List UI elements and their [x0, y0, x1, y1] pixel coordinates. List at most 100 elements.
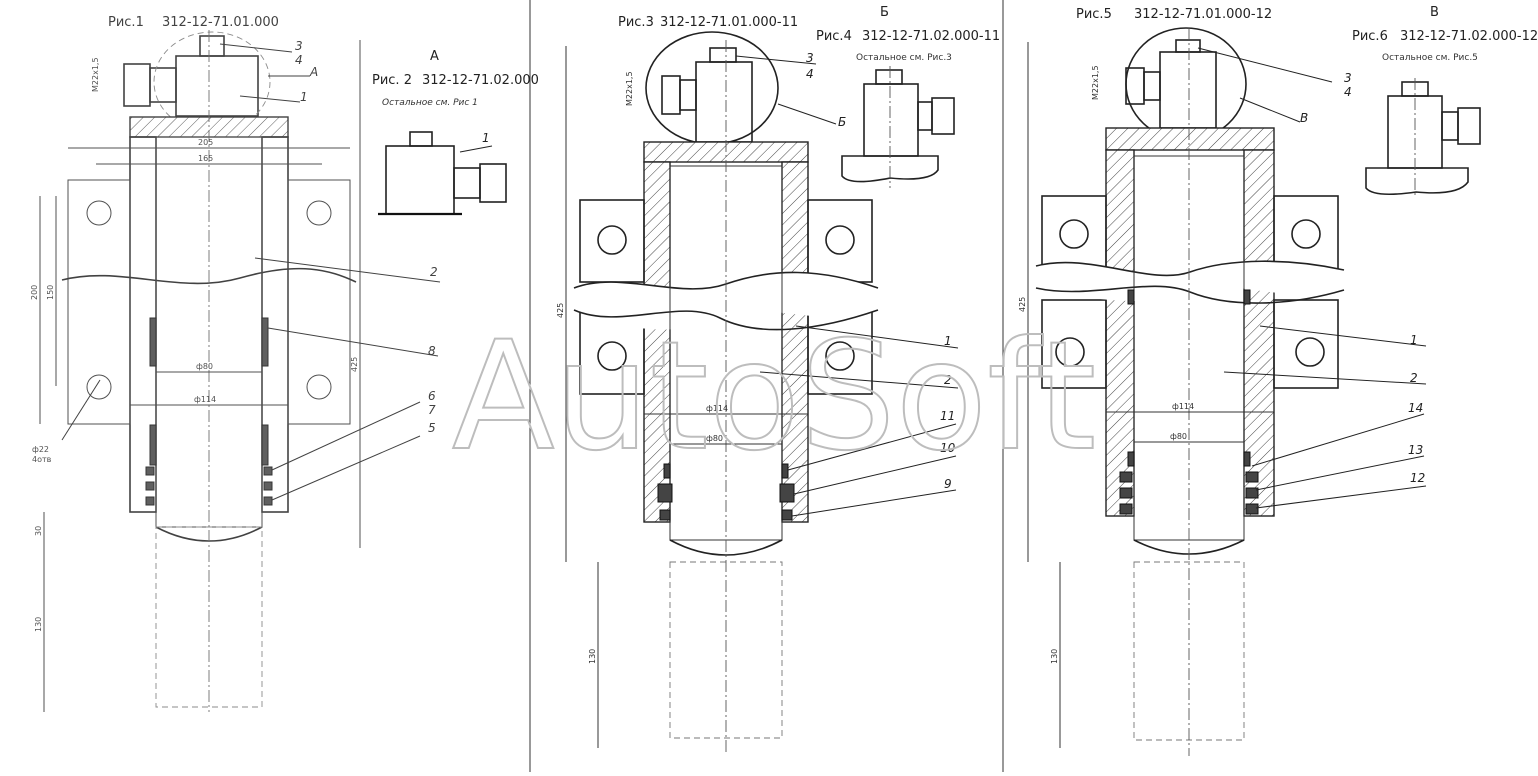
connector-side-port — [453, 167, 481, 199]
figure-1: Рис.1 312-12-71.01.000 3 4 А 1 2 8 6 7 5… — [30, 15, 441, 712]
connector-cap — [409, 131, 433, 147]
callout-4: 4 — [1344, 85, 1352, 99]
mount-flange-left — [1041, 195, 1107, 271]
mount-hole — [1055, 337, 1085, 367]
guide-strip — [1243, 451, 1251, 467]
leader-3 — [219, 43, 293, 53]
dim-d114: ф114 — [194, 395, 216, 404]
break-line — [1035, 260, 1345, 277]
figure-4-label: Рис.4 — [816, 29, 852, 44]
figure-5-label: Рис.5 — [1076, 7, 1112, 22]
guide-strip — [1243, 289, 1251, 305]
leader-11 — [787, 423, 957, 471]
seal-ring — [263, 481, 273, 491]
callout-2: 2 — [944, 373, 952, 387]
seal-ring — [781, 509, 793, 521]
guide-strip — [261, 317, 269, 367]
leader-2 — [759, 371, 959, 389]
connector-cap — [875, 69, 903, 85]
mount-hole — [1059, 219, 1089, 249]
mount-flange-right — [1273, 195, 1339, 271]
dim-165: 165 — [198, 154, 213, 163]
callout-v: В — [1300, 111, 1308, 125]
callout-1: 1 — [300, 90, 308, 104]
base-section — [841, 155, 939, 183]
figure-4-note: Остальное см. Рис.3 — [856, 53, 952, 63]
seal-ring — [1245, 471, 1259, 483]
callout-1: 1 — [1410, 333, 1418, 347]
mount-flange-left — [579, 199, 645, 283]
leader-2 — [254, 257, 441, 283]
leader-9 — [791, 489, 957, 517]
figure-4-view-letter: Б — [880, 5, 889, 20]
seal-ring — [779, 483, 795, 503]
dim-d80: ф80 — [196, 362, 213, 371]
seal-ring — [263, 466, 273, 476]
callout-10: 10 — [940, 441, 956, 455]
callout-2: 2 — [430, 265, 438, 279]
callout-5: 5 — [428, 421, 436, 435]
leader-3 — [735, 55, 817, 65]
figure-2-label: Рис. 2 — [372, 73, 412, 88]
callout-b: Б — [838, 115, 846, 129]
connector-side-port — [917, 101, 933, 131]
seal-ring — [659, 509, 671, 521]
mount-hole — [825, 341, 855, 371]
leader-8 — [267, 327, 439, 357]
dim-425: 425 — [350, 357, 359, 372]
connector-body — [863, 83, 919, 157]
guide-strip — [261, 424, 269, 466]
leader-b — [777, 103, 837, 125]
dim-d114: ф114 — [706, 404, 728, 413]
callout-1: 1 — [482, 131, 490, 145]
dim-thread: M22x1,5 — [91, 57, 100, 92]
mount-flange-right — [807, 199, 873, 283]
dim-thread: M22x1,5 — [1091, 65, 1100, 100]
callout-14: 14 — [1408, 401, 1423, 415]
leader-1 — [459, 145, 493, 153]
connector-cap — [199, 35, 225, 57]
leader-1 — [239, 95, 301, 103]
mount-hole — [1295, 337, 1325, 367]
break-line — [61, 267, 357, 285]
base-section — [1365, 167, 1469, 196]
break-line — [573, 309, 879, 331]
connector-nut — [931, 97, 955, 135]
figure-2: А Рис. 2 312-12-71.02.000 Остальное см. … — [372, 49, 539, 216]
dim-holes: 4отв — [32, 455, 52, 464]
connector-body — [1159, 51, 1217, 129]
figure-2-note: Остальное см. Рис 1 — [382, 98, 478, 108]
dim-d22: ф22 — [32, 445, 49, 454]
dim-130: 130 — [588, 649, 597, 664]
seal-ring — [657, 483, 673, 503]
callout-12: 12 — [1410, 471, 1425, 485]
dim-130: 130 — [1050, 649, 1059, 664]
figure-3-label: Рис.3 — [618, 15, 654, 30]
break-band — [1036, 261, 1344, 301]
callout-3: 3 — [806, 51, 814, 65]
guide-strip — [149, 317, 157, 367]
callout-3: 3 — [295, 39, 303, 53]
callout-9: 9 — [944, 477, 952, 491]
connector-side-port — [679, 79, 697, 111]
seal-ring — [663, 463, 671, 479]
seal-ring — [1245, 487, 1259, 499]
callout-4: 4 — [295, 53, 303, 67]
callout-8: 8 — [428, 344, 436, 358]
figure-6-code: 312-12-71.02.000-12 — [1400, 29, 1538, 44]
seal-ring — [1119, 487, 1133, 499]
dim-150: 150 — [46, 285, 55, 300]
connector-side-port — [1441, 111, 1459, 141]
seal-ring — [1245, 503, 1259, 515]
mount-hole — [306, 374, 332, 400]
connector-side-port — [1143, 71, 1161, 101]
callout-2: 2 — [1410, 371, 1418, 385]
mount-hole — [86, 374, 112, 400]
callout-1: 1 — [944, 334, 952, 348]
callout-7: 7 — [428, 403, 436, 417]
figure-3-code: 312-12-71.01.000-11 — [660, 15, 798, 30]
connector-nut — [1457, 107, 1481, 145]
dim-d114: ф114 — [1172, 402, 1194, 411]
connector-nut — [479, 163, 507, 203]
leader-2 — [1223, 371, 1427, 385]
